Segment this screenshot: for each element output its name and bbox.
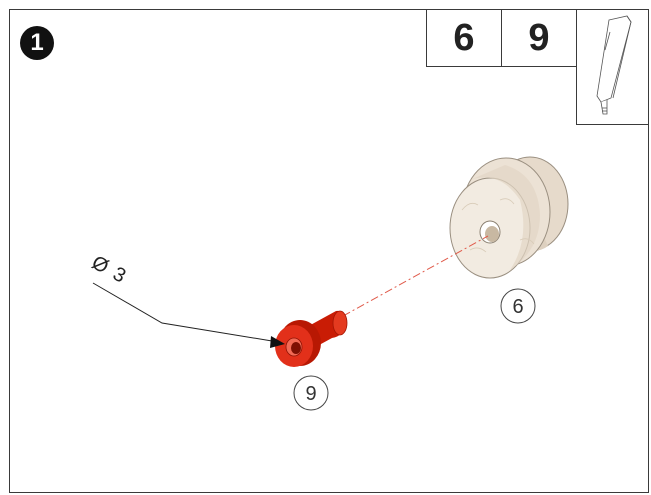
diameter-value: 3 [109,263,129,288]
part-number-6: 6 [453,16,475,59]
diameter-symbol: Ø [88,252,112,279]
assembly-thumbnail [576,9,649,125]
bushing-part [275,310,348,367]
wand-part-thumbnail-icon [596,15,632,115]
part-number-9: 9 [528,16,550,59]
callout-6-label: 6 [512,296,523,318]
part-number-box-9: 9 [501,9,577,67]
diameter-dimension: Ø 3 [88,252,129,288]
diameter-leader [92,282,285,348]
callout-9-label: 9 [305,383,316,405]
axis-centerline [342,235,489,317]
part-number-box-6: 6 [426,9,502,67]
wheel-part [449,156,569,279]
step-number-badge: 1 [20,26,54,60]
step-frame [9,9,649,493]
callout-9: 9 [293,375,329,411]
callout-6: 6 [500,288,536,324]
